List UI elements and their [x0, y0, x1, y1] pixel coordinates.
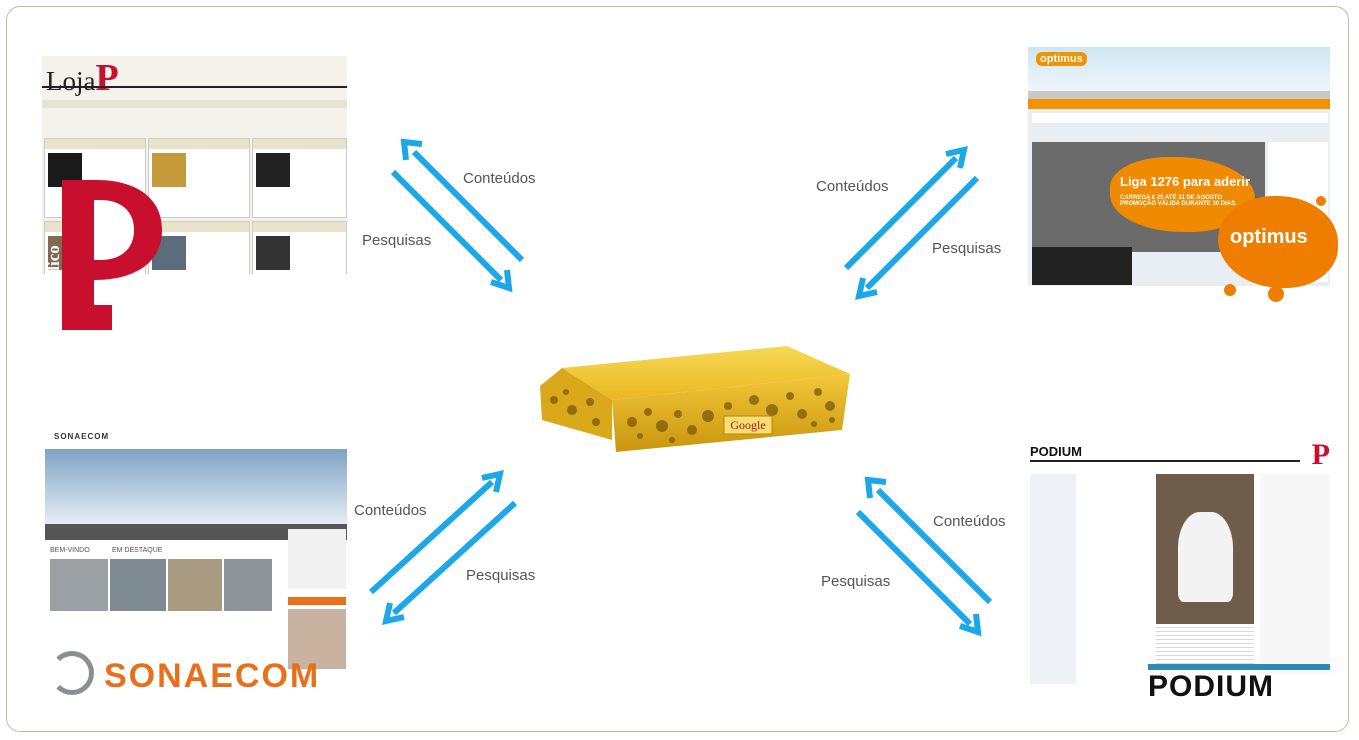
optimus-promo-sub: CARREGA € 25 ATÉ 31 DE AGOSTO PROMOÇÃO V… — [1120, 195, 1237, 207]
podium-right-column — [1260, 474, 1330, 674]
loja-nav-bar — [42, 86, 347, 96]
label-content-bottomleft: Conteúdos — [354, 502, 427, 519]
sonaecom-swirl-icon — [50, 651, 94, 695]
arrow-content-bottomright — [875, 487, 993, 605]
sonaecom-orange-bar — [288, 597, 346, 605]
loja-search-bar — [42, 100, 347, 108]
optimus-brand: optimus — [1036, 52, 1087, 66]
google-search-appliance: Google — [540, 346, 850, 452]
loja-product-card — [148, 138, 250, 218]
podium-screenshot: PODIUM P PODIUM — [1028, 442, 1330, 707]
arrow-content-topright — [843, 155, 959, 271]
sonaecom-screenshot: SONAECOM BEM-VINDO EM DESTAQUE SONAECOM — [42, 429, 347, 699]
podium-article-text — [1156, 624, 1254, 664]
sonaecom-welcome: BEM-VINDO — [50, 547, 90, 554]
sonaecom-photo — [110, 559, 166, 611]
arrow-search-bottomleft — [391, 500, 518, 616]
optimus-tabs — [1028, 91, 1330, 99]
loja-logo: LojaP — [46, 57, 119, 99]
sonaecom-photo — [168, 559, 222, 611]
loja-product-card — [252, 221, 347, 274]
label-search-topright: Pesquisas — [932, 240, 1002, 257]
loja-product-card — [148, 221, 250, 274]
sonaecom-menu — [45, 524, 347, 540]
arrow-content-bottomleft — [368, 479, 495, 595]
sonaecom-photo — [224, 559, 272, 611]
sonaecom-logo: SONAECOM — [104, 657, 321, 695]
optimus-nav — [1028, 99, 1330, 109]
podium-athlete — [1178, 512, 1233, 602]
sonaecom-chart — [288, 529, 346, 589]
podium-strip — [1148, 664, 1330, 670]
podium-p-mark: P — [1311, 442, 1330, 471]
sonaecom-person — [288, 609, 346, 669]
optimus-logo: optimus — [1218, 196, 1340, 302]
arrow-content-topleft — [411, 149, 525, 263]
arrow-search-topright — [864, 175, 980, 291]
label-search-topleft: Pesquisas — [362, 232, 432, 249]
diagram-frame — [6, 6, 1349, 732]
sonaecom-brand: SONAECOM — [54, 432, 110, 441]
label-search-bottomright: Pesquisas — [821, 573, 891, 590]
podium-topbar — [1030, 460, 1300, 468]
loja-product-card — [252, 138, 347, 218]
optimus-subnav — [1032, 113, 1328, 123]
podium-brand: PODIUM — [1030, 444, 1082, 459]
label-content-bottomright: Conteúdos — [933, 513, 1006, 530]
optimus-phone-ad — [1032, 247, 1132, 285]
publico-logo: Público — [42, 180, 202, 330]
appliance-label: Google — [730, 418, 765, 432]
publico-p-mark — [42, 180, 162, 330]
arrow-search-bottomright — [855, 509, 973, 627]
label-content-topright: Conteúdos — [816, 178, 889, 195]
sonaecom-hero — [45, 449, 347, 524]
sonaecom-photo — [50, 559, 108, 611]
podium-left-nav — [1030, 474, 1076, 684]
label-content-topleft: Conteúdos — [463, 170, 536, 187]
label-search-bottomleft: Pesquisas — [466, 567, 536, 584]
optimus-promo-title: Liga 1276 para aderir — [1120, 174, 1251, 189]
arrow-search-topleft — [390, 169, 504, 283]
podium-logo: PODIUM — [1148, 670, 1274, 703]
sonaecom-highlight: EM DESTAQUE — [112, 547, 163, 554]
